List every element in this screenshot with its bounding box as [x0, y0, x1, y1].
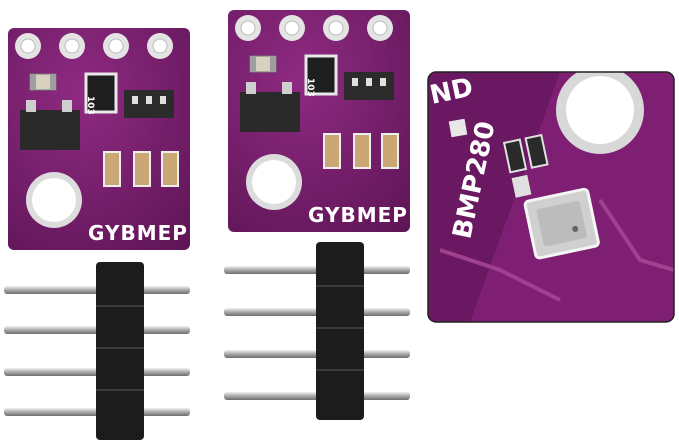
pin-header-1: [4, 262, 190, 440]
board-silkscreen-label: GYBMEP: [88, 221, 188, 245]
bmp280-chip: [523, 187, 600, 260]
chip-marking: 103: [305, 78, 315, 97]
sensor-board-1: 103 GYBMEP: [8, 28, 190, 250]
pin-pads: [15, 33, 173, 59]
pin-pads: [235, 15, 393, 41]
pin-header-2: [224, 242, 410, 420]
sensor-board-2: 103 GYBMEP: [228, 10, 410, 232]
board-silkscreen-label: GYBMEP: [308, 203, 408, 227]
components: [20, 72, 179, 187]
components: [240, 54, 399, 169]
closeup-inset: ND BMP280: [427, 71, 675, 323]
chip-marking: 103: [85, 96, 95, 115]
